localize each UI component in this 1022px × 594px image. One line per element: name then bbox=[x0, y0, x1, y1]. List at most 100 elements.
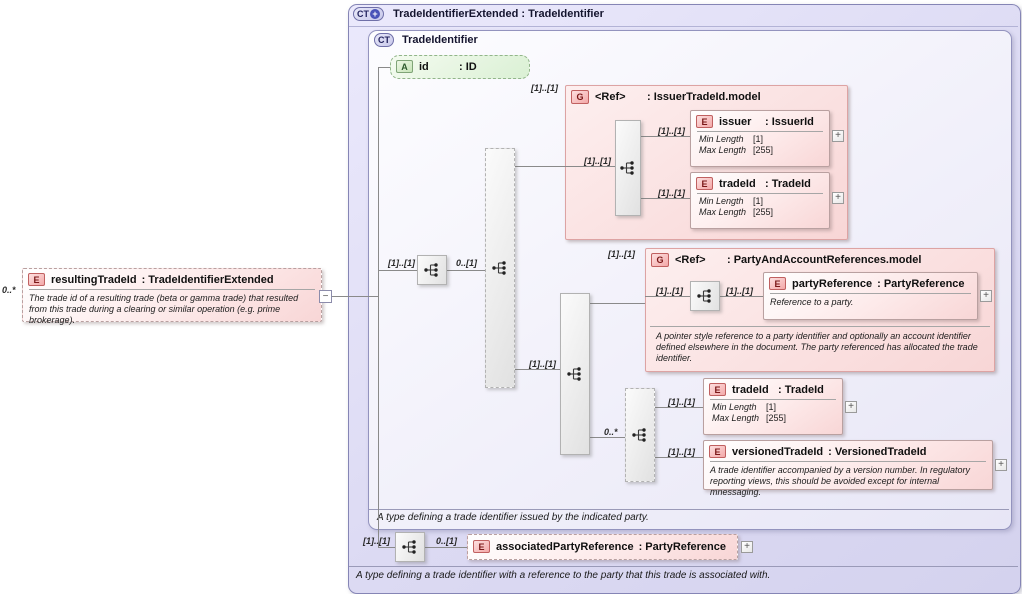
sequence-connector[interactable] bbox=[417, 255, 447, 285]
attribute-id[interactable]: A id : ID bbox=[390, 55, 530, 79]
facet-minlength: Min Length [1] bbox=[691, 134, 829, 145]
collapse-button[interactable]: − bbox=[319, 290, 332, 303]
element-annotation: A trade identifier accompanied by a vers… bbox=[710, 465, 970, 497]
element-type: : TradeId bbox=[765, 177, 811, 190]
derived-plus-icon: + bbox=[370, 9, 380, 19]
facet-value: [1] bbox=[753, 134, 764, 144]
group-annotation: A pointer style reference to a party ide… bbox=[656, 331, 978, 363]
complextype-badge-label: CT bbox=[378, 35, 390, 45]
element-name: versionedTradeId bbox=[732, 445, 824, 458]
cardinality-label: 0..* bbox=[2, 285, 16, 295]
element-tradeid-issuer[interactable]: E tradeId : TradeId Min Length [1] Max L… bbox=[690, 172, 830, 229]
plus-icon: + bbox=[744, 541, 750, 552]
cardinality-label: [1]..[1] bbox=[529, 359, 556, 369]
facet-value: [1] bbox=[766, 402, 777, 412]
expand-button[interactable]: + bbox=[832, 192, 844, 204]
element-header: E resultingTradeId : TradeIdentifierExte… bbox=[23, 269, 321, 288]
cardinality-label: 0..[1] bbox=[456, 258, 478, 268]
optional-sequence-connector[interactable] bbox=[485, 148, 515, 388]
element-name: tradeId bbox=[732, 383, 769, 396]
page-title: TradeIdentifierExtended : TradeIdentifie… bbox=[393, 8, 604, 20]
optional-sequence-connector[interactable] bbox=[625, 388, 655, 482]
sequence-connector[interactable] bbox=[395, 532, 425, 562]
sequence-icon bbox=[424, 263, 438, 277]
element-tradeid[interactable]: E tradeId : TradeId Min Length [1] Max L… bbox=[703, 378, 843, 435]
separator bbox=[697, 131, 823, 132]
plus-icon: + bbox=[848, 401, 854, 412]
element-badge: E bbox=[473, 540, 490, 553]
connector-line bbox=[641, 198, 690, 199]
element-header: E tradeId : TradeId bbox=[704, 379, 842, 398]
group-type-label: : PartyAndAccountReferences.model bbox=[727, 254, 922, 266]
element-name: associatedPartyReference bbox=[496, 540, 634, 553]
expand-button[interactable]: + bbox=[980, 290, 992, 302]
separator bbox=[697, 193, 823, 194]
element-type: : PartyReference bbox=[877, 277, 965, 290]
plus-icon: + bbox=[835, 130, 841, 141]
cardinality-label: 0..[1] bbox=[436, 536, 458, 546]
group-type-label: : IssuerTradeId.model bbox=[647, 91, 761, 103]
sequence-icon bbox=[632, 428, 646, 442]
group-header: G <Ref> : PartyAndAccountReferences.mode… bbox=[646, 249, 994, 269]
element-annotation: The trade id of a resulting trade (beta … bbox=[29, 293, 299, 325]
element-resultingtradeid[interactable]: E resultingTradeId : TradeIdentifierExte… bbox=[22, 268, 322, 325]
facet-value: [255] bbox=[753, 207, 774, 217]
element-badge: E bbox=[696, 177, 713, 190]
expand-button[interactable]: + bbox=[741, 541, 753, 553]
cardinality-label: [1]..[1] bbox=[388, 258, 415, 268]
element-badge: E bbox=[28, 273, 45, 286]
attribute-name: id bbox=[419, 60, 429, 73]
plus-icon: + bbox=[998, 459, 1004, 470]
facet-minlength: Min Length [1] bbox=[691, 196, 829, 207]
connector-line bbox=[641, 136, 690, 137]
facet-label: Max Length bbox=[712, 413, 760, 423]
element-issuer[interactable]: E issuer : IssuerId Min Length [1] Max L… bbox=[690, 110, 830, 167]
facet-maxlength: Max Length [255] bbox=[691, 145, 829, 156]
complextype-badge-label: CT bbox=[357, 9, 369, 19]
separator bbox=[710, 461, 986, 462]
facet-value: [1] bbox=[753, 196, 764, 206]
separator bbox=[349, 566, 1018, 567]
expand-button[interactable]: + bbox=[995, 459, 1007, 471]
element-header: E issuer : IssuerId bbox=[691, 111, 829, 130]
separator bbox=[770, 293, 971, 294]
sequence-connector[interactable] bbox=[560, 293, 590, 455]
cardinality-label: [1]..[1] bbox=[608, 249, 635, 259]
element-type: : TradeId bbox=[778, 383, 824, 396]
cardinality-label: [1]..[1] bbox=[668, 447, 695, 457]
connector-line bbox=[425, 547, 467, 548]
facet-minlength: Min Length [1] bbox=[704, 402, 842, 413]
element-badge: E bbox=[696, 115, 713, 128]
cardinality-label: [1]..[1] bbox=[658, 126, 685, 136]
element-annotation: Reference to a party. bbox=[770, 297, 854, 307]
element-type: : IssuerId bbox=[765, 115, 814, 128]
facet-label: Min Length bbox=[712, 402, 757, 412]
sequence-connector[interactable] bbox=[615, 120, 641, 216]
attribute-header: A id : ID bbox=[391, 56, 529, 75]
sequence-connector[interactable] bbox=[690, 281, 720, 311]
connector-line bbox=[378, 270, 417, 271]
element-header: E tradeId : TradeId bbox=[691, 173, 829, 192]
group-badge: G bbox=[571, 90, 589, 104]
connector-line bbox=[378, 67, 379, 547]
connector-line bbox=[447, 270, 485, 271]
element-partyreference[interactable]: E partyReference : PartyReference Refere… bbox=[763, 272, 978, 320]
sequence-icon bbox=[620, 161, 634, 175]
connector-line bbox=[515, 369, 560, 370]
element-name: tradeId bbox=[719, 177, 756, 190]
attribute-badge: A bbox=[396, 60, 413, 73]
expand-button[interactable]: + bbox=[845, 401, 857, 413]
connector-line bbox=[378, 547, 395, 548]
complextype-header-inner: CT TradeIdentifier bbox=[374, 33, 478, 47]
connector-line bbox=[655, 457, 703, 458]
cardinality-label: 0..* bbox=[604, 427, 618, 437]
element-associatedpartyreference[interactable]: E associatedPartyReference : PartyRefere… bbox=[467, 534, 738, 560]
element-header: E versionedTradeId : VersionedTradeId bbox=[704, 441, 992, 460]
separator bbox=[369, 509, 1009, 510]
element-badge: E bbox=[709, 383, 726, 396]
expand-button[interactable]: + bbox=[832, 130, 844, 142]
element-versionedtradeid[interactable]: E versionedTradeId : VersionedTradeId A … bbox=[703, 440, 993, 497]
element-badge: E bbox=[709, 445, 726, 458]
header-separator bbox=[349, 26, 1018, 27]
